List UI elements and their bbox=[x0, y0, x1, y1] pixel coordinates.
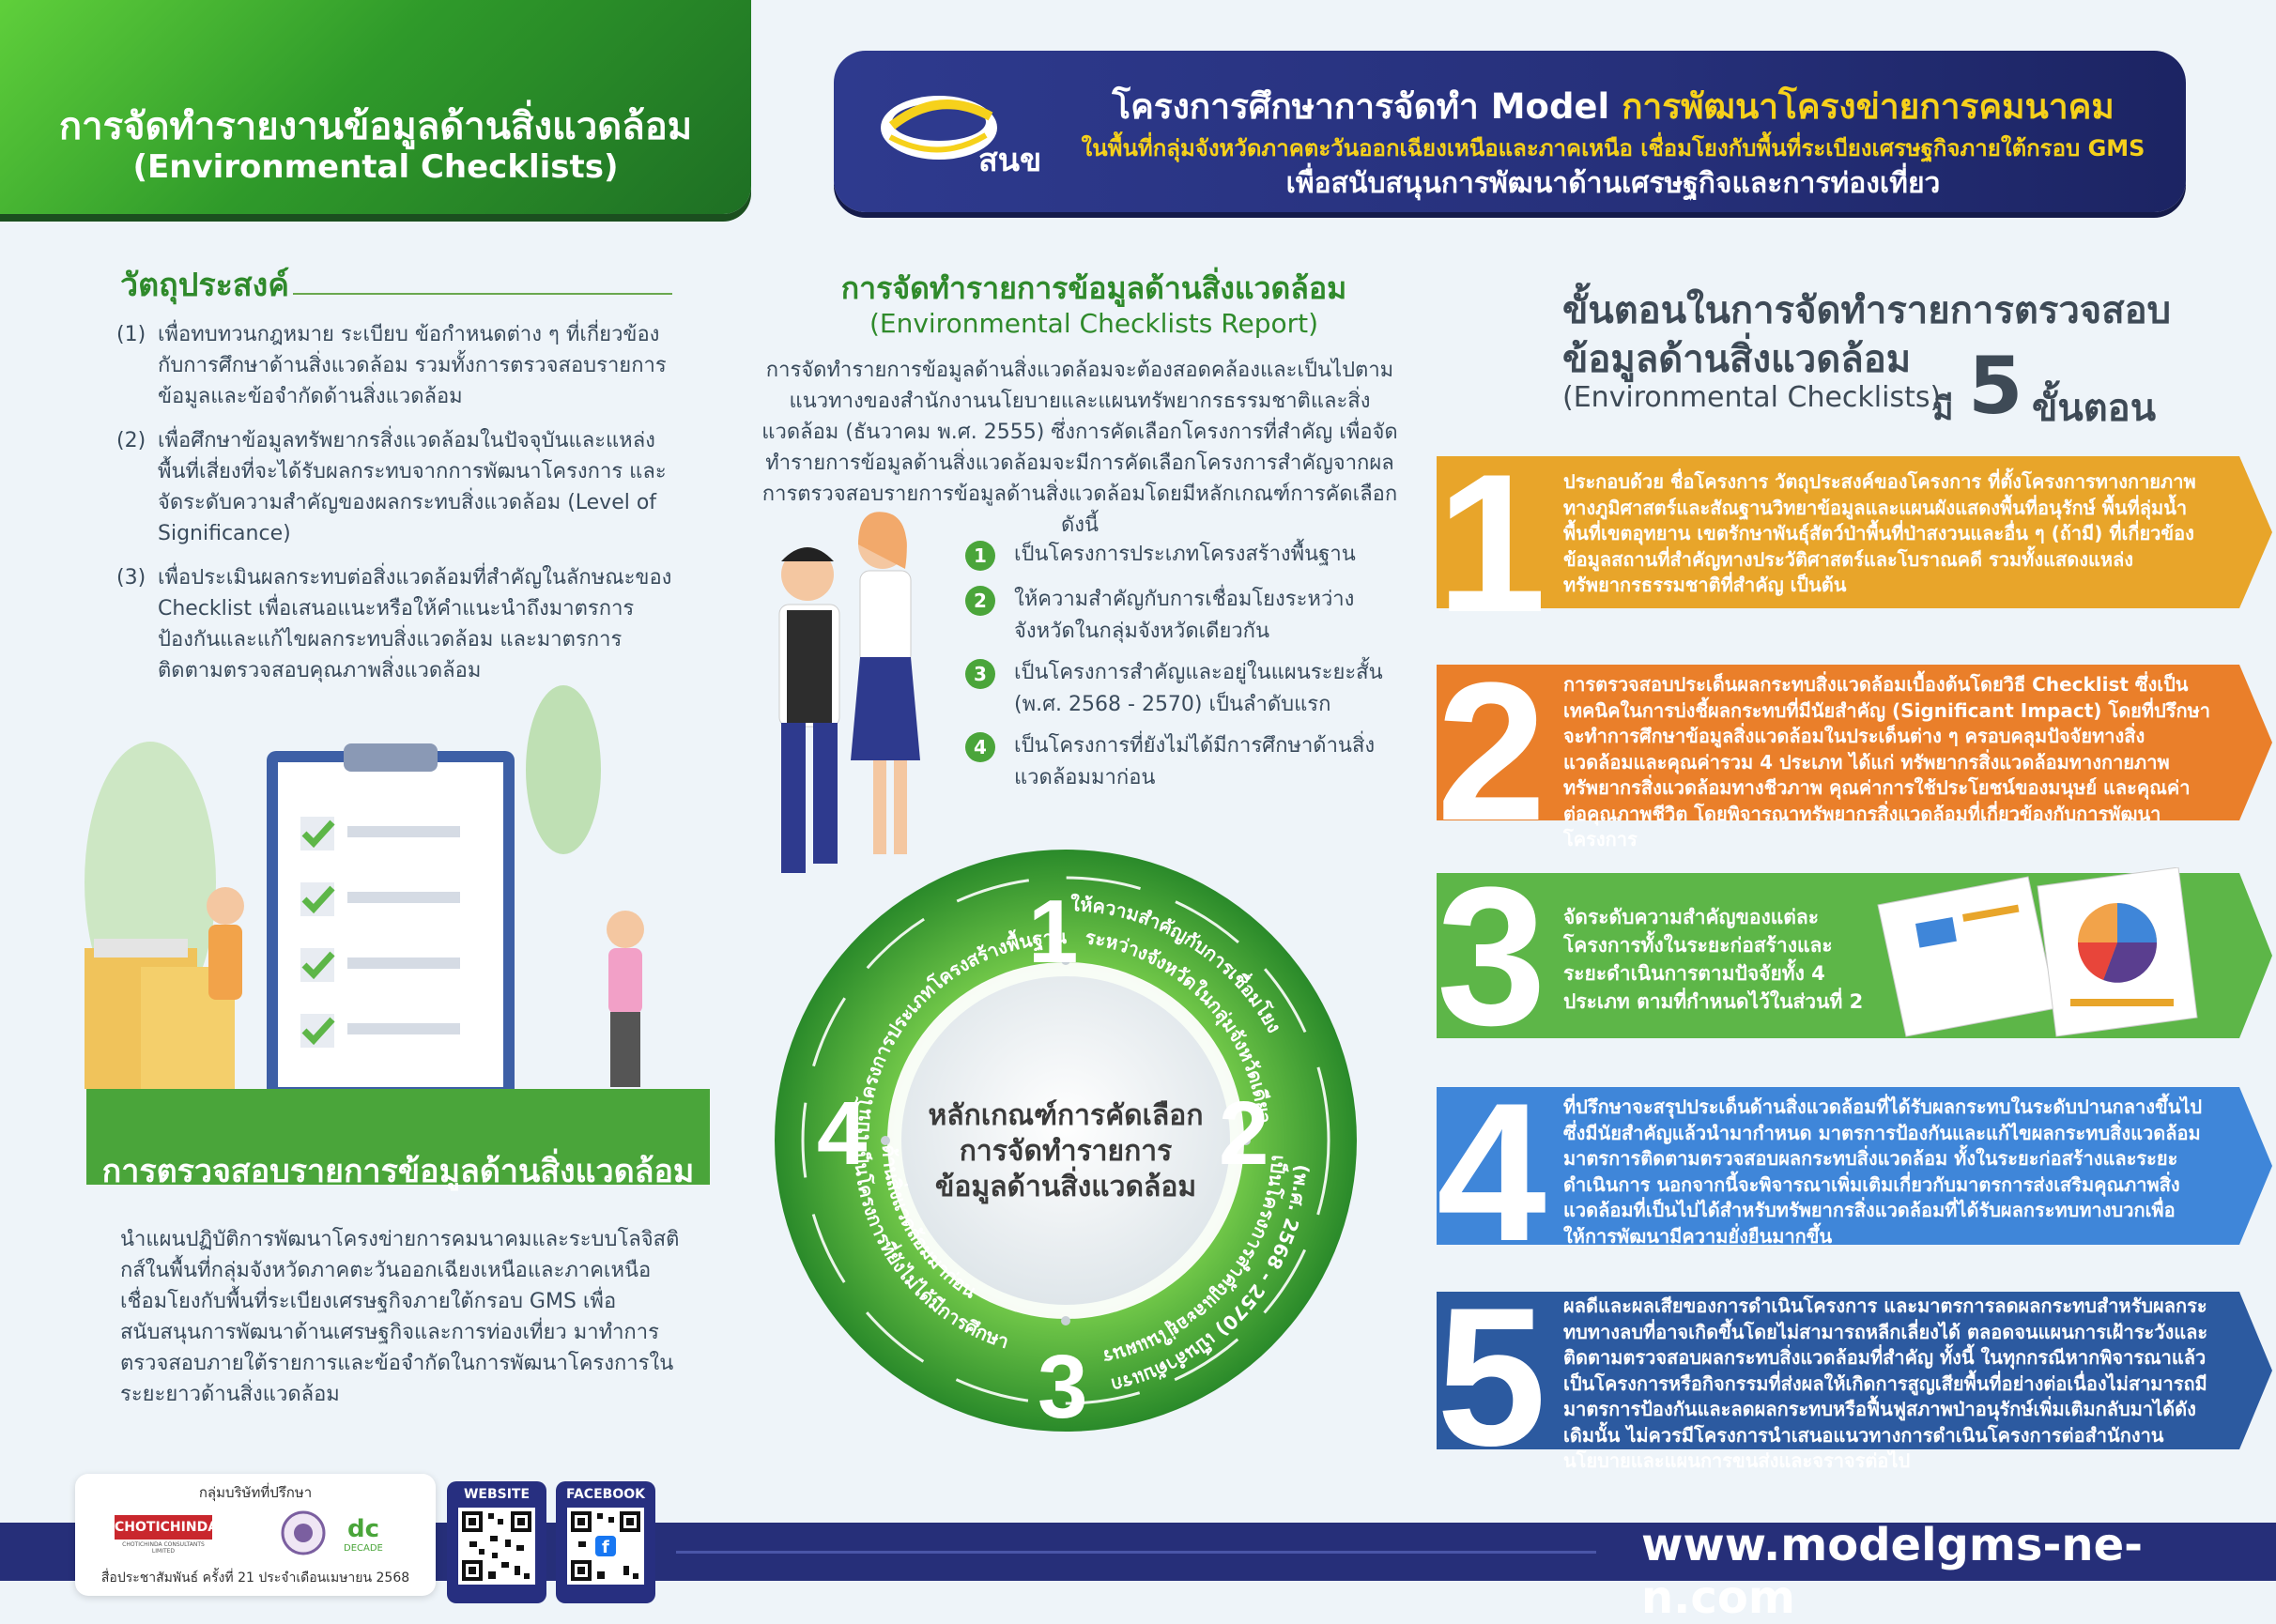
issue-text: สื่อประชาสัมพันธ์ ครั้งที่ 21 ประจำเดือน… bbox=[100, 1570, 410, 1586]
steps-count-prefix: มี bbox=[1932, 391, 1954, 428]
inspection-title: การตรวจสอบรายการข้อมูลด้านสิ่งแวดล้อม bbox=[101, 1153, 695, 1190]
step-text: ผลดีและผลเสียของการดำเนินโครงการ และมาตร… bbox=[1563, 1295, 2208, 1472]
ring-number-1: 1 bbox=[1028, 881, 1078, 982]
decade-logo-text: DECADE bbox=[344, 1543, 383, 1554]
facebook-qr-card[interactable]: FACEBOOK f bbox=[556, 1481, 655, 1603]
steps-count: 5 bbox=[1968, 340, 2023, 432]
ring-center-text: หลักเกณฑ์การคัดเลือก การจัดทำรายการ ข้อม… bbox=[928, 1099, 1204, 1203]
step-banner-3: 3 จัดระดับความสำคัญของแต่ละโครงการทั้งใน… bbox=[1437, 858, 2276, 1055]
objectives-divider bbox=[293, 293, 672, 295]
chotichinda-logo: CHOTICHINDA bbox=[115, 1515, 218, 1540]
consultant-label: กลุ่มบริษัทที่ปรึกษา bbox=[198, 1484, 313, 1501]
steps-title-line2: ข้อมูลด้านสิ่งแวดล้อม bbox=[1562, 338, 1912, 381]
step-banner-1: 1 ประกอบด้วย ชื่อโครงการ วัตถุประสงค์ของ… bbox=[1437, 445, 2276, 642]
project-header-banner: สนข โครงการศึกษาการจัดทำ Model การพัฒนาโ… bbox=[834, 51, 2186, 212]
step-text: ที่ปรึกษาจะสรุปประเด็นด้านสิ่งแวดล้อมที่… bbox=[1563, 1095, 2203, 1248]
objective-item: (3)เพื่อประเมินผลกระทบต่อสิ่งแวดล้อมที่ส… bbox=[116, 566, 672, 682]
project-title-line1: โครงการศึกษาการจัดทำ Model การพัฒนาโครงข… bbox=[1112, 86, 2115, 127]
report-title: การจัดทำรายการข้อมูลด้านสิ่งแวดล้อม bbox=[840, 270, 1347, 306]
objectives-list: (1)เพื่อทบทวนกฎหมาย ระเบียบ ข้อกำหนดต่าง… bbox=[116, 319, 680, 699]
criteria-ring: 1 2 3 4 เป็นโครงการประเภทโครงสร้างพื้นฐา… bbox=[770, 845, 1357, 1436]
facebook-qr-label: FACEBOOK bbox=[566, 1487, 645, 1502]
inspection-text: นำแผนปฏิบัติการพัฒนาโครงข่ายการคมนาคมและ… bbox=[120, 1228, 680, 1406]
step-number: 5 bbox=[1437, 1266, 1546, 1487]
step-banner-4: 4 ที่ปรึกษาจะสรุปประเด็นด้านสิ่งแวดล้อมท… bbox=[1437, 1074, 2276, 1271]
step-banner-5: 5 ผลดีและผลเสียของการดำเนินโครงการ และมา… bbox=[1437, 1279, 2276, 1476]
ring-number-4: 4 bbox=[817, 1083, 867, 1184]
checklist-illustration bbox=[85, 685, 644, 1098]
objective-item: (2)เพื่อศึกษาข้อมูลทรัพยากรสิ่งแวดล้อมใน… bbox=[116, 429, 667, 545]
step-number: 2 bbox=[1437, 641, 1546, 862]
step-text: ประกอบด้วย ชื่อโครงการ วัตถุประสงค์ของโค… bbox=[1563, 470, 2196, 596]
step-banner-2: 2 การตรวจสอบประเด็นผลกระทบสิ่งแวดล้อมเบื… bbox=[1437, 653, 2276, 850]
header-left-subtitle: (Environmental Checklists) bbox=[132, 148, 619, 186]
decade-logo-icon: dc bbox=[347, 1515, 380, 1543]
step-number: 3 bbox=[1437, 846, 1546, 1066]
step-text: จัดระดับความสำคัญของแต่ละโครงการทั้งในระ… bbox=[1563, 906, 1864, 1013]
report-subtitle: (Environmental Checklists Report) bbox=[869, 308, 1319, 339]
facebook-qr-code-icon[interactable]: f bbox=[567, 1508, 644, 1585]
ring-number-2: 2 bbox=[1219, 1083, 1269, 1184]
website-qr-card[interactable]: WEBSITE bbox=[447, 1481, 546, 1603]
ring-center bbox=[901, 976, 1230, 1305]
ring-dashes bbox=[801, 876, 1330, 1405]
ring-number-3: 3 bbox=[1038, 1337, 1087, 1436]
seal-logo-icon bbox=[281, 1510, 326, 1555]
consultant-card: กลุ่มบริษัทที่ปรึกษา CHOTICHINDA CHOTICH… bbox=[75, 1474, 436, 1596]
project-title-highlight: การพัฒนาโครงข่ายการคมนาคม bbox=[1622, 86, 2115, 127]
chotichinda-subtitle: CHOTICHINDA CONSULTANTS LIMITED bbox=[122, 1541, 205, 1555]
website-qr-code-icon[interactable] bbox=[458, 1508, 535, 1585]
people-illustration bbox=[778, 512, 920, 873]
report-text: การจัดทำรายการข้อมูลด้านสิ่งแวดล้อมจะต้อ… bbox=[761, 359, 1398, 537]
header-left-title: การจัดทำรายงานข้อมูลด้านสิ่งแวดล้อม bbox=[58, 105, 693, 148]
header-left-banner: การจัดทำรายงานข้อมูลด้านสิ่งแวดล้อม (Env… bbox=[0, 0, 751, 214]
website-url[interactable]: www.modelgms-ne-n.com bbox=[1641, 1519, 2144, 1624]
logo-text: สนข bbox=[978, 142, 1041, 179]
step-text: การตรวจสอบประเด็นผลกระทบสิ่งแวดล้อมเบื้อ… bbox=[1563, 673, 2210, 850]
steps-title-line3: (Environmental Checklists) bbox=[1562, 381, 1942, 414]
objectives-heading: วัตถุประสงค์ bbox=[120, 267, 289, 304]
project-title-line3: เพื่อสนับสนุนการพัฒนาด้านเศรษฐกิจและการท… bbox=[1285, 167, 1941, 200]
svg-text:f: f bbox=[602, 1538, 609, 1557]
objective-item: (1)เพื่อทบทวนกฎหมาย ระเบียบ ข้อกำหนดต่าง… bbox=[116, 323, 667, 408]
steps-count-unit: ขั้นตอน bbox=[2032, 387, 2157, 430]
steps-title-line1: ขั้นตอนในการจัดทำรายการตรวจสอบ bbox=[1562, 289, 2172, 332]
step-number: 4 bbox=[1437, 1062, 1546, 1282]
website-qr-label: WEBSITE bbox=[463, 1487, 531, 1502]
report-documents-icon bbox=[1877, 867, 2198, 1037]
project-title-line2: ในพื้นที่กลุ่มจังหวัดภาคตะวันออกเฉียงเหน… bbox=[1081, 135, 2145, 161]
step-number: 1 bbox=[1437, 433, 1546, 653]
inspection-band bbox=[86, 1089, 710, 1185]
otp-logo-icon: สนข bbox=[881, 96, 1041, 179]
